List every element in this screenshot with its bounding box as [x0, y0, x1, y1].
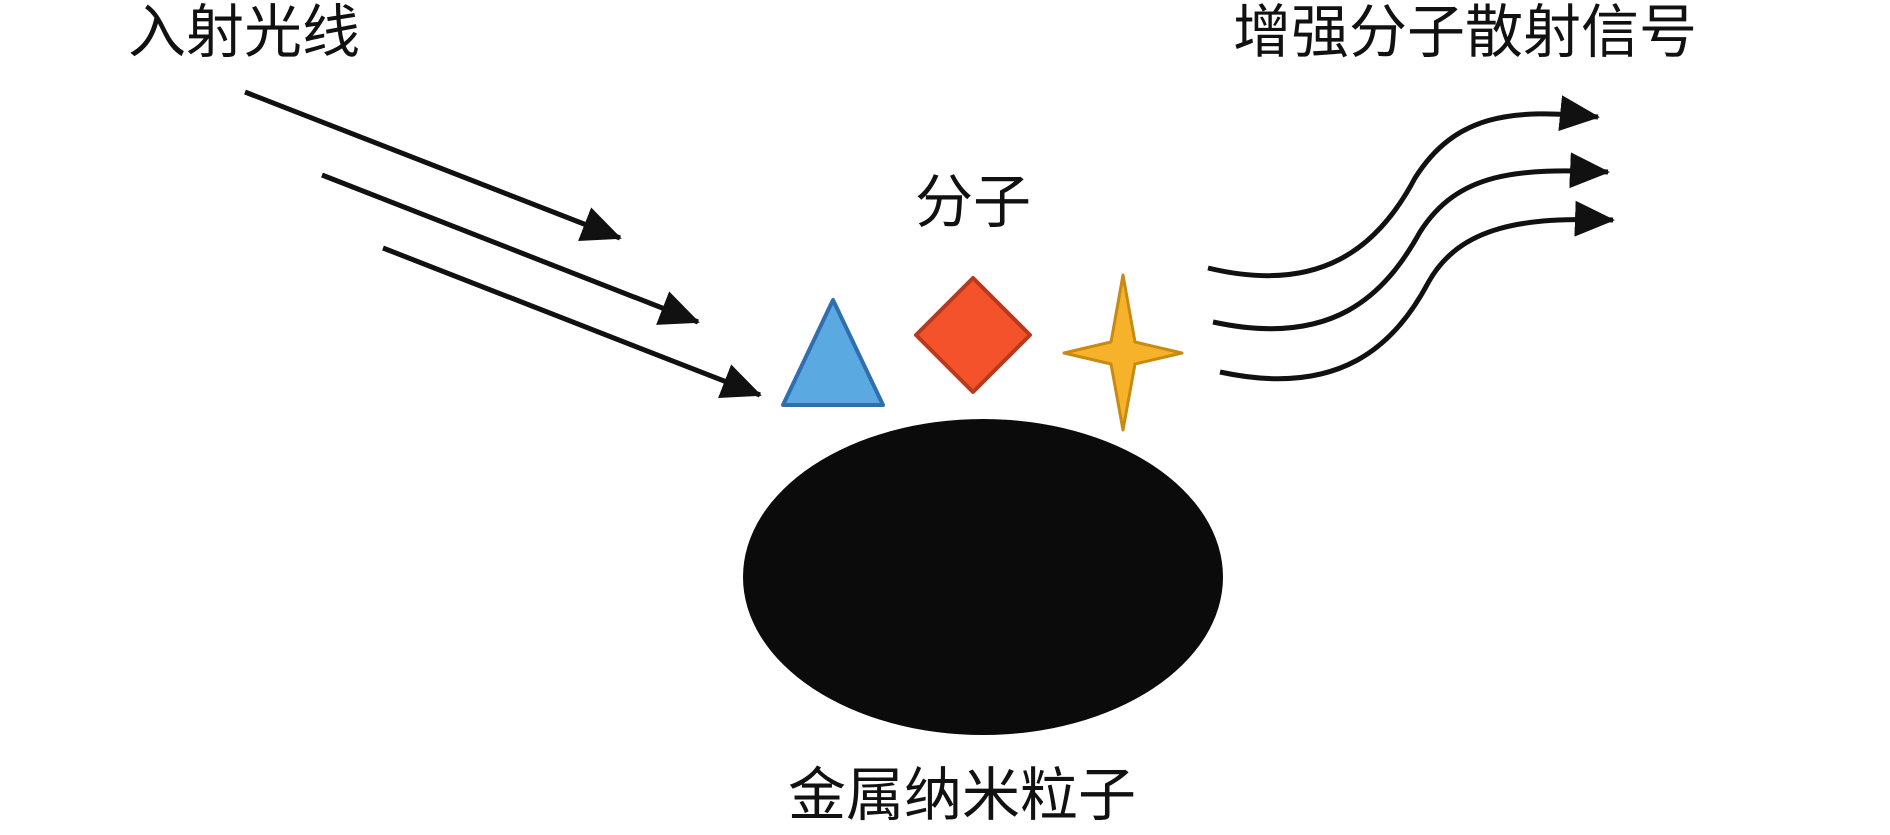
incident-light-label: 入射光线	[128, 0, 360, 66]
incident-arrow-3	[382, 245, 762, 398]
metal-nanoparticle-label: 金属纳米粒子	[788, 761, 1136, 829]
enhanced-signal-label: 增强分子散射信号	[1233, 0, 1697, 66]
metal-nanoparticle	[743, 419, 1223, 735]
incident-arrow-2	[321, 172, 700, 325]
star-icon	[1062, 273, 1184, 432]
diamond-icon	[914, 276, 1032, 394]
molecules	[781, 273, 1184, 432]
triangle-icon	[781, 298, 885, 407]
scattered-arrow-2	[1212, 152, 1610, 332]
scattered-arrow-1	[1207, 95, 1600, 279]
incident-arrow-1	[244, 89, 622, 241]
incident-arrows	[244, 89, 762, 398]
molecule-label: 分子	[915, 168, 1031, 236]
scattered-arrow-3	[1219, 200, 1615, 382]
scattered-arrows	[1207, 95, 1615, 382]
